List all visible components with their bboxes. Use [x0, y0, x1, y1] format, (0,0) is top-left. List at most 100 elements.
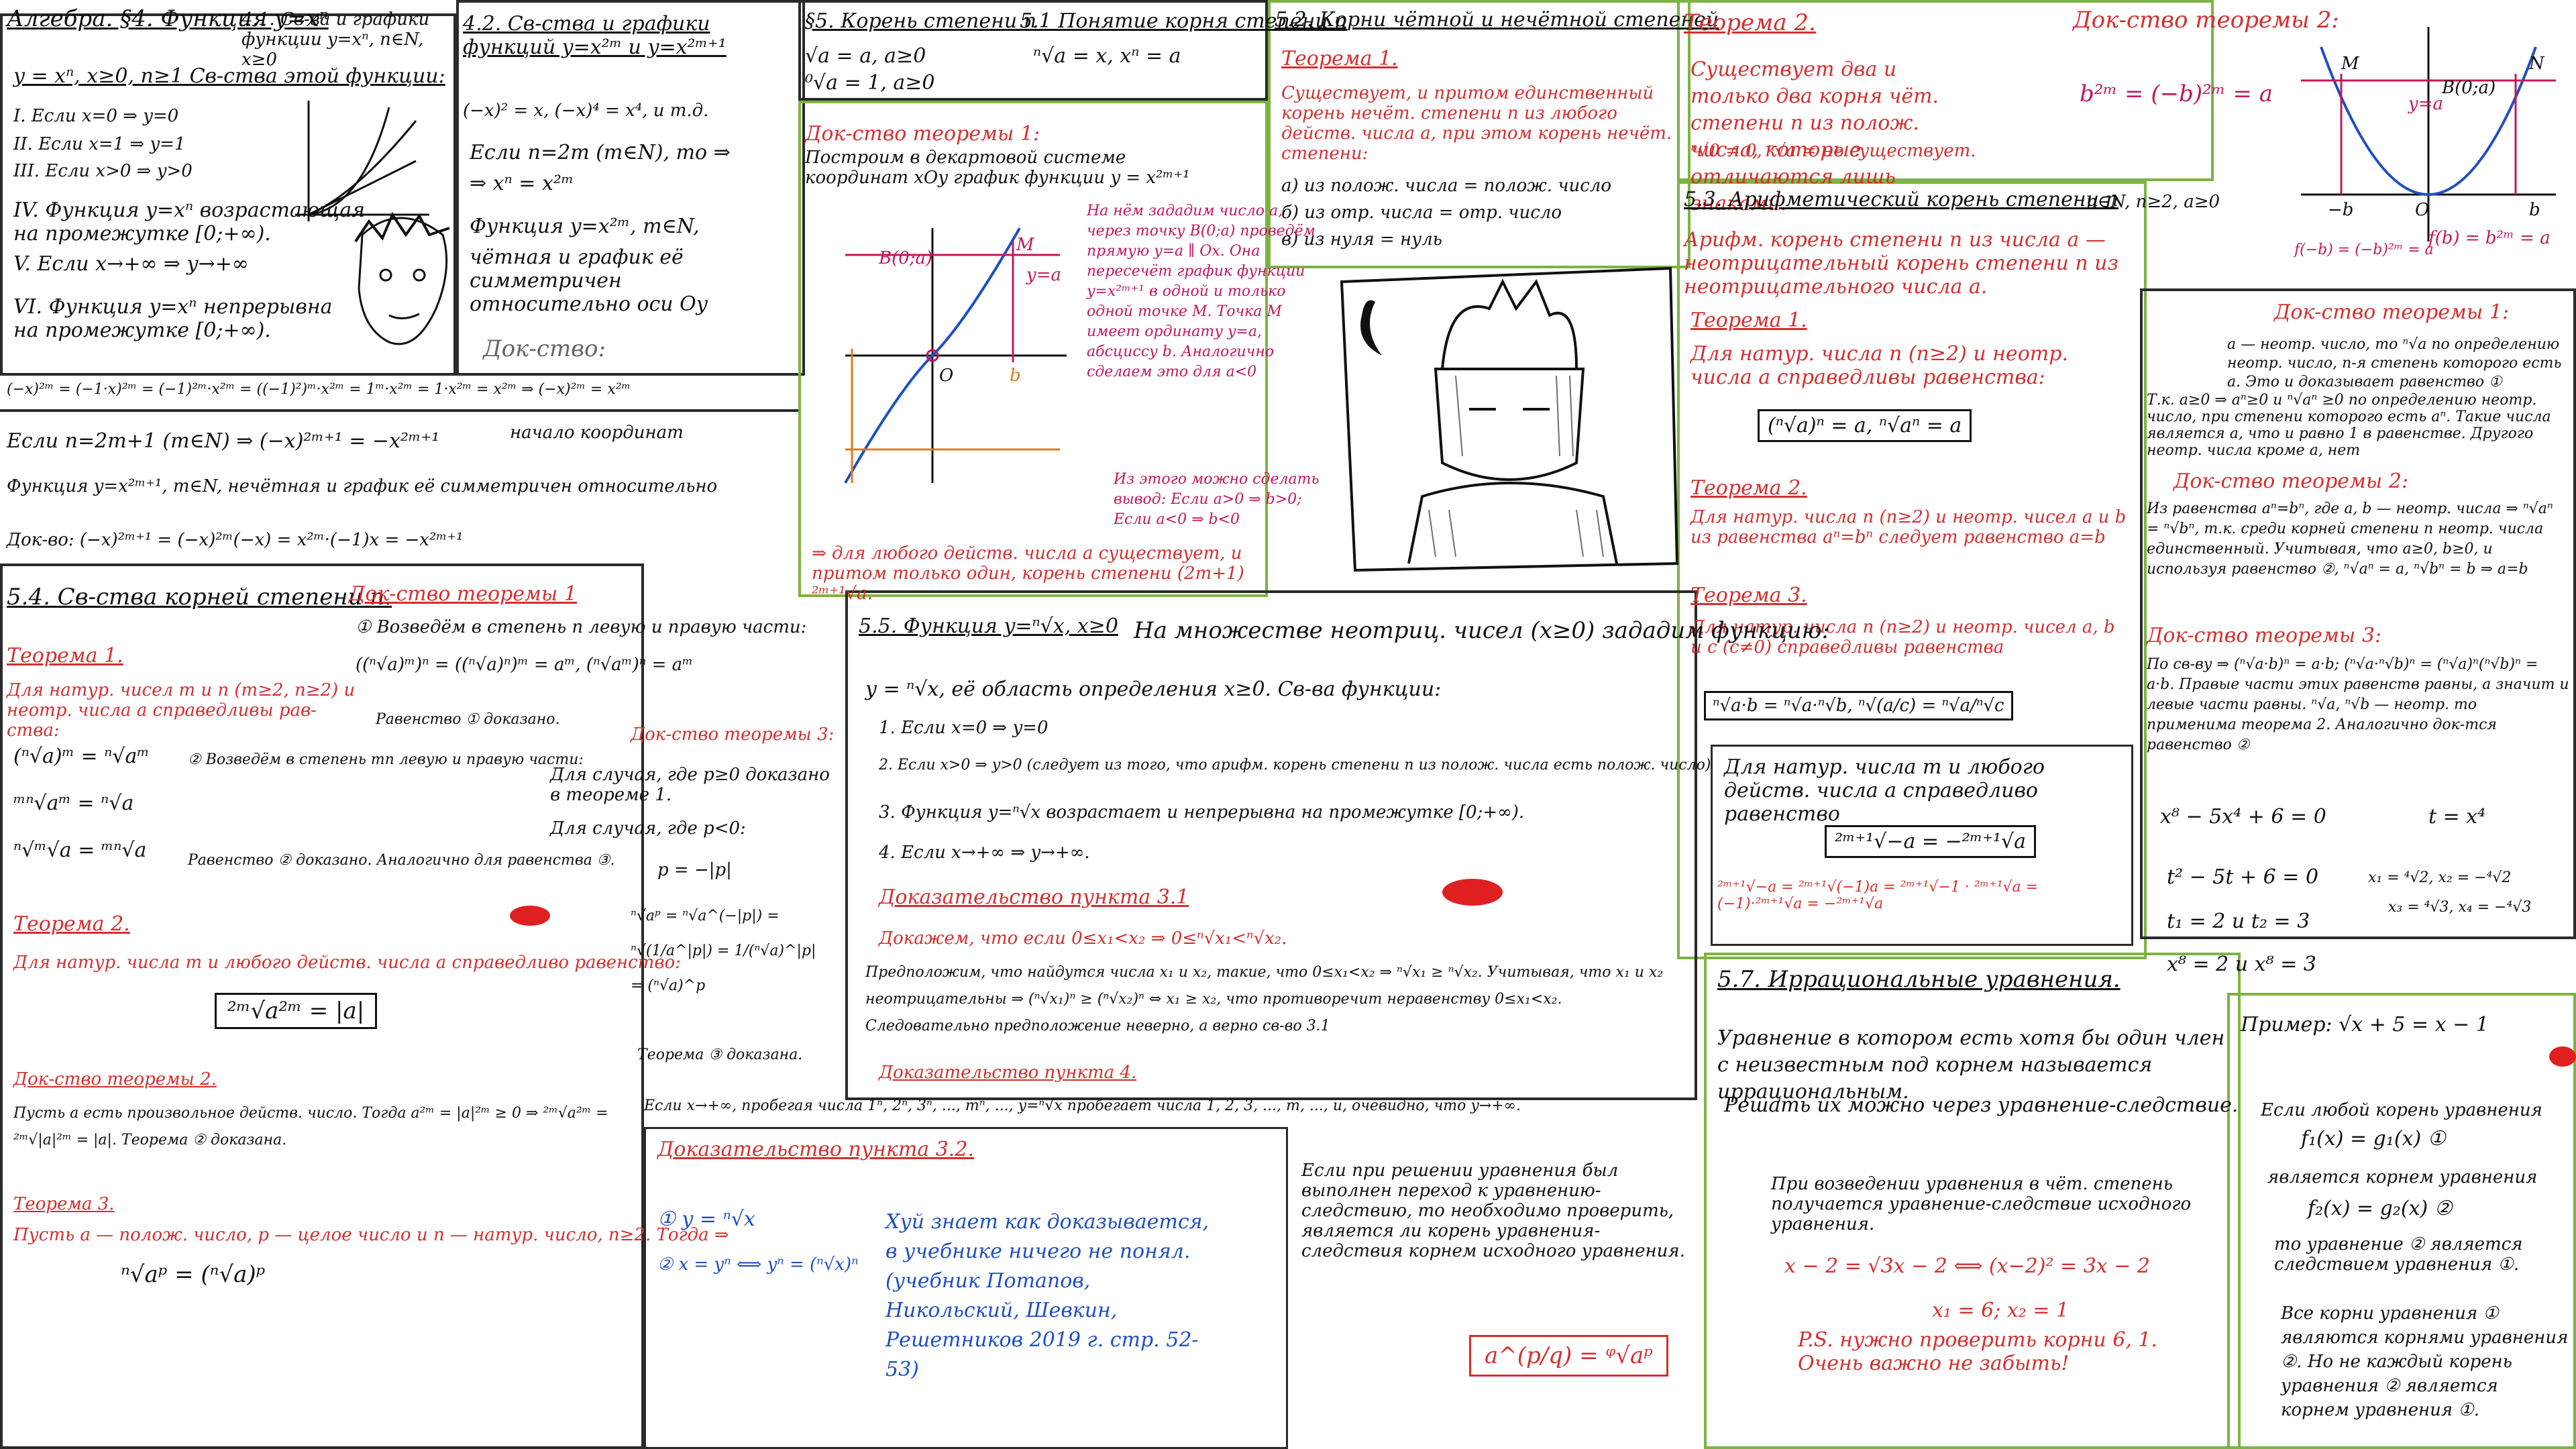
s53-th1-title: Теорема 1. — [1690, 309, 1807, 332]
s54-th3-eq: ⁿ√aᵖ = (ⁿ√a)ᵖ — [121, 1261, 266, 1288]
proof1-conclusion: Из этого можно сделать вывод: Если a>0 ⇒… — [1114, 471, 1320, 528]
s53-th4-box — [1711, 745, 2133, 946]
proof1-final: ⇒ для любого действ. числа a существует,… — [812, 543, 1244, 604]
eq-title: x⁸ − 5x⁴ + 6 = 0 — [2160, 805, 2326, 828]
panel-s57-right — [2227, 993, 2576, 1449]
graph1-o-label: O — [939, 366, 954, 386]
graph2-b-label: b — [2529, 200, 2540, 220]
graph2-m-label: M — [2341, 54, 2359, 74]
proof-r1-text: a — неотр. число, то ⁿ√a по определению … — [2227, 336, 2562, 390]
s53-th1-text: Для натур. числа n (n≥2) и неотр. числа … — [1690, 342, 2068, 389]
s57-r1: Если любой корень уравнения — [2261, 1100, 2542, 1120]
s54-th2-proof: Пусть a есть произвольное действ. число.… — [13, 1105, 608, 1148]
s42-odd1: Если n=2m+1 (m∈N) ⇒ (−x)²ᵐ⁺¹ = −x²ᵐ⁺¹ — [7, 429, 440, 453]
s54-th3-proof: Док-ство теоремы 3: — [631, 724, 835, 745]
graph1-b-label: b — [1010, 366, 1021, 386]
graph2-ya-label: y=a — [2408, 94, 2443, 114]
section-52-title: 5.2. Корни чётной и нечётной степеней — [1275, 8, 1719, 32]
red-marker-dot — [2549, 1046, 2576, 1067]
graph1-m-label: M — [1016, 235, 1034, 255]
s42-odd3: Док-во: (−x)²ᵐ⁺¹ = (−x)²ᵐ(−x) = x²ᵐ·(−1)… — [7, 530, 464, 550]
s52-th1-text: Существует, и притом единственный корень… — [1281, 83, 1672, 164]
section-42-title: 4.2. Св-ства и графики функций y=x²ᵐ и y… — [463, 12, 727, 59]
s54-case3: p = −|p| — [657, 860, 732, 880]
s55-proof32: Доказательство пункта 3.2. — [657, 1138, 974, 1161]
panel-s54 — [0, 564, 644, 1449]
s53-th1-eq: (ⁿ√a)ⁿ = a, ⁿ√aⁿ = a — [1758, 409, 1972, 442]
s54-eq1: (ⁿ√a)ᵐ = ⁿ√aᵐ — [13, 745, 150, 768]
th2-tail: ⁿ√0 = 0, ⁿ√a = не существует. — [1690, 141, 1976, 161]
character-doodle — [1340, 266, 1679, 572]
eq-l3: t₁ = 2 и t₂ = 3 — [2167, 910, 2310, 933]
panel-s57 — [1704, 953, 2241, 1449]
section-53-title: 5.3. Арифметический корень степени n — [1684, 188, 2118, 211]
power-function-sketch — [295, 101, 429, 221]
s5-f2: ⁰√a = 1, a≥0 — [805, 71, 935, 95]
s42-l5: чётная и график её симметричен относител… — [470, 246, 708, 316]
s52-c: в) из нуля = нуль — [1281, 229, 1442, 250]
graph2-fb-label: f(b) = b²ᵐ = a — [2428, 228, 2551, 248]
s55-p1: 1. Если x=0 ⇒ y=0 — [879, 718, 1049, 738]
panel-s53 — [1677, 181, 2147, 959]
s52-a: а) из полож. числа = полож. число — [1281, 176, 1612, 196]
s57-ps: P.S. нужно проверить корни 6, 1. Очень в… — [1798, 1328, 2158, 1375]
s42-proof: Док-ство: — [483, 335, 606, 362]
s54-th2-title: Теорема 2. — [13, 912, 130, 936]
odd-power-graph — [844, 227, 1067, 484]
proof-r1-title: Док-ство теоремы 1: — [2274, 301, 2510, 324]
s55-blue2: ② x = yⁿ ⟺ yⁿ = (ⁿ√x)ⁿ — [657, 1254, 859, 1275]
graph2-o-label: O — [2415, 200, 2430, 220]
s55-intro: На множестве неотриц. чисел (x≥0) задади… — [1134, 617, 1830, 644]
s52-th1-title: Теорема 1. — [1281, 47, 1398, 70]
th2-title: Теорема 2. — [1684, 9, 1816, 36]
s57-r3: является корнем уравнения — [2267, 1167, 2538, 1187]
s51-f: ⁿ√a = x, xⁿ = a — [1033, 44, 1181, 68]
s57-note2: При возведении уравнения в чёт. степень … — [1771, 1174, 2192, 1234]
graph2-fneg-label: f(−b) = (−b)²ᵐ = a — [2294, 241, 2434, 258]
eq-l2: t² − 5t + 6 = 0 — [2167, 865, 2319, 889]
s41-p6: VI. Функция y=xⁿ непрерывна на промежутк… — [13, 295, 333, 342]
s55-tail: Если x→+∞, пробегая числа 1ⁿ, 2ⁿ, 3ⁿ, ..… — [644, 1097, 1521, 1114]
section-41-title: 4.1. Св-ва и графики функции y=xⁿ, n∈N, … — [241, 9, 430, 70]
s57-r6: Все корни уравнения ① являются корнями у… — [2281, 1303, 2569, 1420]
s41-p5: V. Если x→+∞ ⇒ y→+∞ — [13, 252, 249, 276]
s52-b: б) из отр. числа = отр. число — [1281, 203, 1562, 223]
proof-r3-title: Док-ство теоремы 3: — [2147, 624, 2382, 647]
panel-s5 — [798, 0, 1268, 101]
s54-case1: Для случая, где p≥0 доказано в теореме 1… — [550, 765, 830, 805]
s57-box: a^(p/q) = ᵠ√aᵖ — [1469, 1335, 1668, 1377]
s57-r5: то уравнение ② является следствием уравн… — [2274, 1234, 2523, 1275]
s53-def: Арифм. корень степени n из числа a — нео… — [1684, 228, 2118, 299]
s53-th4-eq: ²ᵐ⁺¹√−a = −²ᵐ⁺¹√a — [1825, 825, 2037, 858]
proof1-text: Построим в декартовой системе координат … — [805, 148, 1190, 188]
s53-th2-text: Для натур. числа n (n≥2) и неотр. чисел … — [1690, 507, 2127, 547]
s54-proof3: Равенство ① доказано. — [376, 711, 560, 728]
section-57-title: 5.7. Иррациональные уравнения. — [1717, 966, 2121, 993]
s41-p2: II. Если x=1 ⇒ y=1 — [13, 134, 186, 154]
s42-eq: (−x)²ᵐ = (−1·x)²ᵐ = (−1)²ᵐ·x²ᵐ = ((−1)²)… — [7, 381, 631, 398]
s55-proof-title: Доказательство пункта 3.1 — [879, 885, 1189, 909]
s53-th3-text: Для натур. числа n (n≥2) и неотр. чисел … — [1690, 617, 2115, 657]
s54-proof2: ((ⁿ√a)ᵐ)ⁿ = ((ⁿ√a)ⁿ)ᵐ = aᵐ, (ⁿ√aᵐ)ⁿ = aᵐ — [356, 655, 694, 675]
proof1-title: Док-ство теоремы 1: — [805, 122, 1040, 146]
section-5-title: §5. Корень степени n — [805, 9, 1037, 33]
panel-s52-theorem — [1268, 0, 1690, 268]
th2-text: Существует два и только два корня чёт. с… — [1690, 58, 1939, 215]
s55-blue-note: Хуй знает как доказывается, в учебнике н… — [885, 1210, 1210, 1381]
panel-proof32 — [644, 1127, 1288, 1449]
s57-def: Уравнение в котором есть хотя бы один чл… — [1717, 1026, 2225, 1104]
red-marker-dot — [1442, 879, 1503, 906]
graph2-b0a-label: B(0;a) — [2442, 78, 2496, 98]
red-marker-dot — [510, 906, 550, 926]
s41-p4: IV. Функция y=xⁿ возрастающая на промежу… — [13, 199, 365, 246]
graph2-n-label: N — [2529, 54, 2544, 74]
eq-roots2: x₃ = ⁴√3, x₄ = −⁴√3 — [2388, 899, 2532, 916]
s54-proof-title: Док-ство теоремы 1 — [349, 582, 577, 606]
s54-eq2: ᵐⁿ√aᵐ = ⁿ√a — [13, 792, 134, 815]
s57-note1: Если при решении уравнения был выполнен … — [1301, 1161, 1685, 1261]
section-51-title: 5.1 Понятие корня степени n — [1020, 9, 1348, 33]
s54-th1-title: Теорема 1. — [7, 644, 123, 667]
s53-th3-title: Теорема 3. — [1690, 584, 1807, 607]
s54-proof1: ① Возведём в степень n левую и правую ча… — [356, 617, 807, 637]
